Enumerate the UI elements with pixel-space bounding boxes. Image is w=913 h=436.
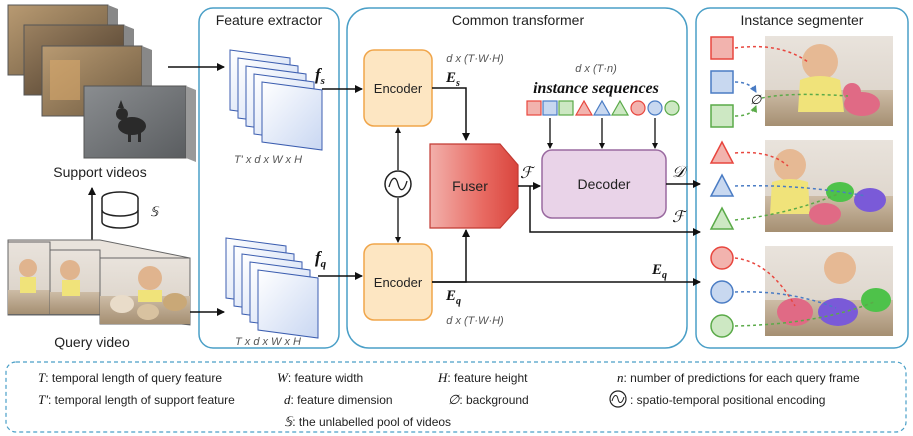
support-feature-label: fs	[315, 65, 325, 87]
support-feature-stack	[229, 49, 323, 151]
pred-green-square-link	[734, 105, 758, 117]
pred-red-square-link	[734, 45, 809, 63]
token-red-circle	[630, 100, 646, 116]
eq-label: Eq	[445, 288, 461, 307]
token-blue-circle	[647, 100, 663, 116]
fused-feature-label-2: ℱ	[672, 209, 688, 226]
common-transformer-title: Common transformer	[452, 12, 585, 28]
video-pool-database-icon	[101, 191, 139, 229]
video-pool-symbol: 𝕊	[150, 204, 160, 219]
pred-blue-circle	[710, 280, 734, 304]
feature-extractor-title: Feature extractor	[216, 12, 323, 28]
common-transformer-panel	[346, 7, 688, 349]
legend-box	[5, 361, 907, 433]
legend-pe-icon	[609, 390, 627, 408]
token-blue-square	[542, 100, 558, 116]
pred-blue-triangle-link	[734, 184, 867, 197]
token-green-circle	[664, 100, 680, 116]
instance-segmenter-title: Instance segmenter	[741, 12, 864, 28]
decoder-label: Decoder	[578, 176, 631, 192]
encoder-bottom-label: Encoder	[374, 275, 423, 290]
token-green-square	[558, 100, 574, 116]
token-red-triangle	[574, 99, 594, 116]
legend-S: 𝕊: the unlabelled pool of videos	[284, 414, 451, 429]
sequence-dims: d x (T·n)	[575, 63, 617, 75]
legend-Tprime: T': temporal length of support feature	[38, 392, 235, 407]
pred-green-triangle	[709, 206, 735, 230]
query-video-label: Query video	[54, 334, 130, 350]
legend-W: W: feature width	[277, 370, 363, 385]
fuser-label: Fuser	[452, 178, 488, 194]
support-videos-stack	[7, 4, 196, 162]
instance-sequences-label: instance sequences	[533, 80, 659, 97]
positional-encoding-icon	[384, 170, 412, 198]
query-feature-label: fq	[315, 248, 327, 270]
eq-long-label: Eq	[651, 262, 667, 281]
legend-n: n: number of predictions for each query …	[617, 370, 860, 385]
legend-T: T: temporal length of query feature	[38, 370, 222, 385]
pred-green-square-link-2	[761, 93, 849, 99]
pred-red-triangle-link	[734, 151, 789, 167]
token-green-triangle	[610, 99, 630, 116]
decoder-output-label: 𝒟	[672, 164, 688, 181]
query-feature-stack	[225, 237, 319, 339]
instance-segmenter-panel	[695, 7, 909, 349]
token-blue-triangle	[592, 99, 612, 116]
pred-red-circle	[710, 246, 734, 270]
pred-green-triangle-link	[734, 193, 839, 221]
fused-feature-bypass-arrow	[529, 186, 701, 236]
eq-dims: d x (T·W·H)	[446, 315, 504, 327]
segmentation-photo-3	[765, 246, 893, 336]
background-symbol: ∅	[750, 92, 762, 107]
legend-d: d: feature dimension	[284, 392, 393, 407]
pred-red-triangle	[709, 140, 735, 164]
pred-green-circle	[710, 314, 734, 338]
pred-blue-triangle	[709, 173, 735, 197]
fused-feature-label-1: ℱ	[520, 165, 536, 182]
es-label: Es	[445, 70, 460, 89]
support-videos-label: Support videos	[53, 164, 146, 180]
pred-red-square	[710, 36, 734, 60]
pred-blue-circle-link	[734, 291, 837, 309]
instance-sequence-tokens	[526, 99, 680, 116]
segmentation-photo-2	[765, 140, 893, 232]
legend-background: ∅: background	[448, 392, 529, 407]
feature-extractor-panel	[198, 7, 340, 349]
query-feature-dims: T x d x W x H	[235, 336, 301, 348]
query-video-stack	[7, 239, 191, 326]
legend: T: temporal length of query feature T': …	[38, 370, 860, 429]
pred-blue-square	[710, 70, 734, 94]
encoder-bottom-to-fuser-arrow	[432, 229, 470, 283]
segmentation-photo-1	[765, 36, 893, 126]
es-dims: d x (T·W·H)	[446, 53, 504, 65]
fuser-block	[429, 143, 519, 229]
support-feature-dims: T' x d x W x H	[234, 154, 302, 166]
pred-green-circle-link	[734, 301, 875, 327]
encoder-top-label: Encoder	[374, 81, 423, 96]
pred-red-circle-link	[734, 257, 796, 307]
encoder-top-to-fuser-arrow	[432, 87, 470, 141]
legend-pe: : spatio-temporal positional encoding	[630, 393, 825, 407]
pred-green-square	[710, 104, 734, 128]
pred-blue-square-link	[734, 81, 757, 93]
token-red-square	[526, 100, 542, 116]
legend-H: H: feature height	[437, 370, 528, 385]
